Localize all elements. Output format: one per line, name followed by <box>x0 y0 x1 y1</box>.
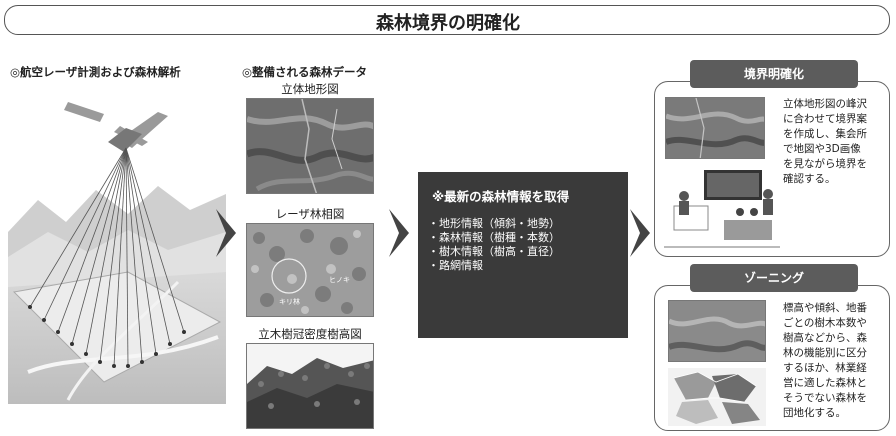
info-item: ・地形情報（傾斜・地勢） <box>428 217 560 230</box>
boundary-description: 立体地形図の峰沢 に合わせて境界案 を作成し、集会所 で地図や3D画像 を見なが… <box>783 98 867 185</box>
forest-data-heading: ◎整備される森林データ <box>242 65 368 79</box>
info-item: ・樹木情報（樹高・直径） <box>428 245 560 258</box>
arrow-right-icon <box>389 209 409 257</box>
aerial-laser-illustration <box>8 102 226 404</box>
map-label-forest-type: レーザ林相図 <box>275 207 345 221</box>
forest-type-annotation: キリ林 <box>279 297 300 306</box>
map-label-terrain: 立体地形図 <box>281 82 339 96</box>
terrain-map-image <box>246 98 374 194</box>
info-box-heading: ※最新の森林情報を取得 <box>432 189 570 204</box>
zoning-terrain-image <box>668 300 766 362</box>
zoning-tab: ゾーニング <box>690 264 858 292</box>
latest-forest-info-box: ※最新の森林情報を取得 ・地形情報（傾斜・地勢） ・森林情報（樹種・本数） ・樹… <box>418 172 628 338</box>
forest-type-annotation: ヒノキ <box>329 276 350 284</box>
canopy-height-map-image <box>246 343 374 429</box>
title-frame <box>4 5 890 35</box>
zoning-map-image <box>668 368 766 426</box>
arrow-right-icon <box>630 209 650 257</box>
arrow-right-icon <box>216 209 236 257</box>
survey-heading: ◎航空レーザ計測および森林解析 <box>10 65 181 79</box>
info-item: ・森林情報（樹種・本数） <box>428 231 560 244</box>
boundary-tab: 境界明確化 <box>690 60 858 88</box>
zoning-description: 標高や傾斜、地番 ごとの樹木本数や 樹高などから、森 林の機能別に区分 するほか… <box>783 302 867 419</box>
meeting-illustration <box>664 170 780 248</box>
boundary-terrain-image <box>665 97 765 159</box>
info-item: ・路網情報 <box>428 259 483 272</box>
page-title: 森林境界の明確化 <box>376 13 520 34</box>
map-label-canopy-height: 立木樹冠密度樹高図 <box>258 327 362 341</box>
forest-type-map-image: キリ林 ヒノキ <box>246 223 374 317</box>
